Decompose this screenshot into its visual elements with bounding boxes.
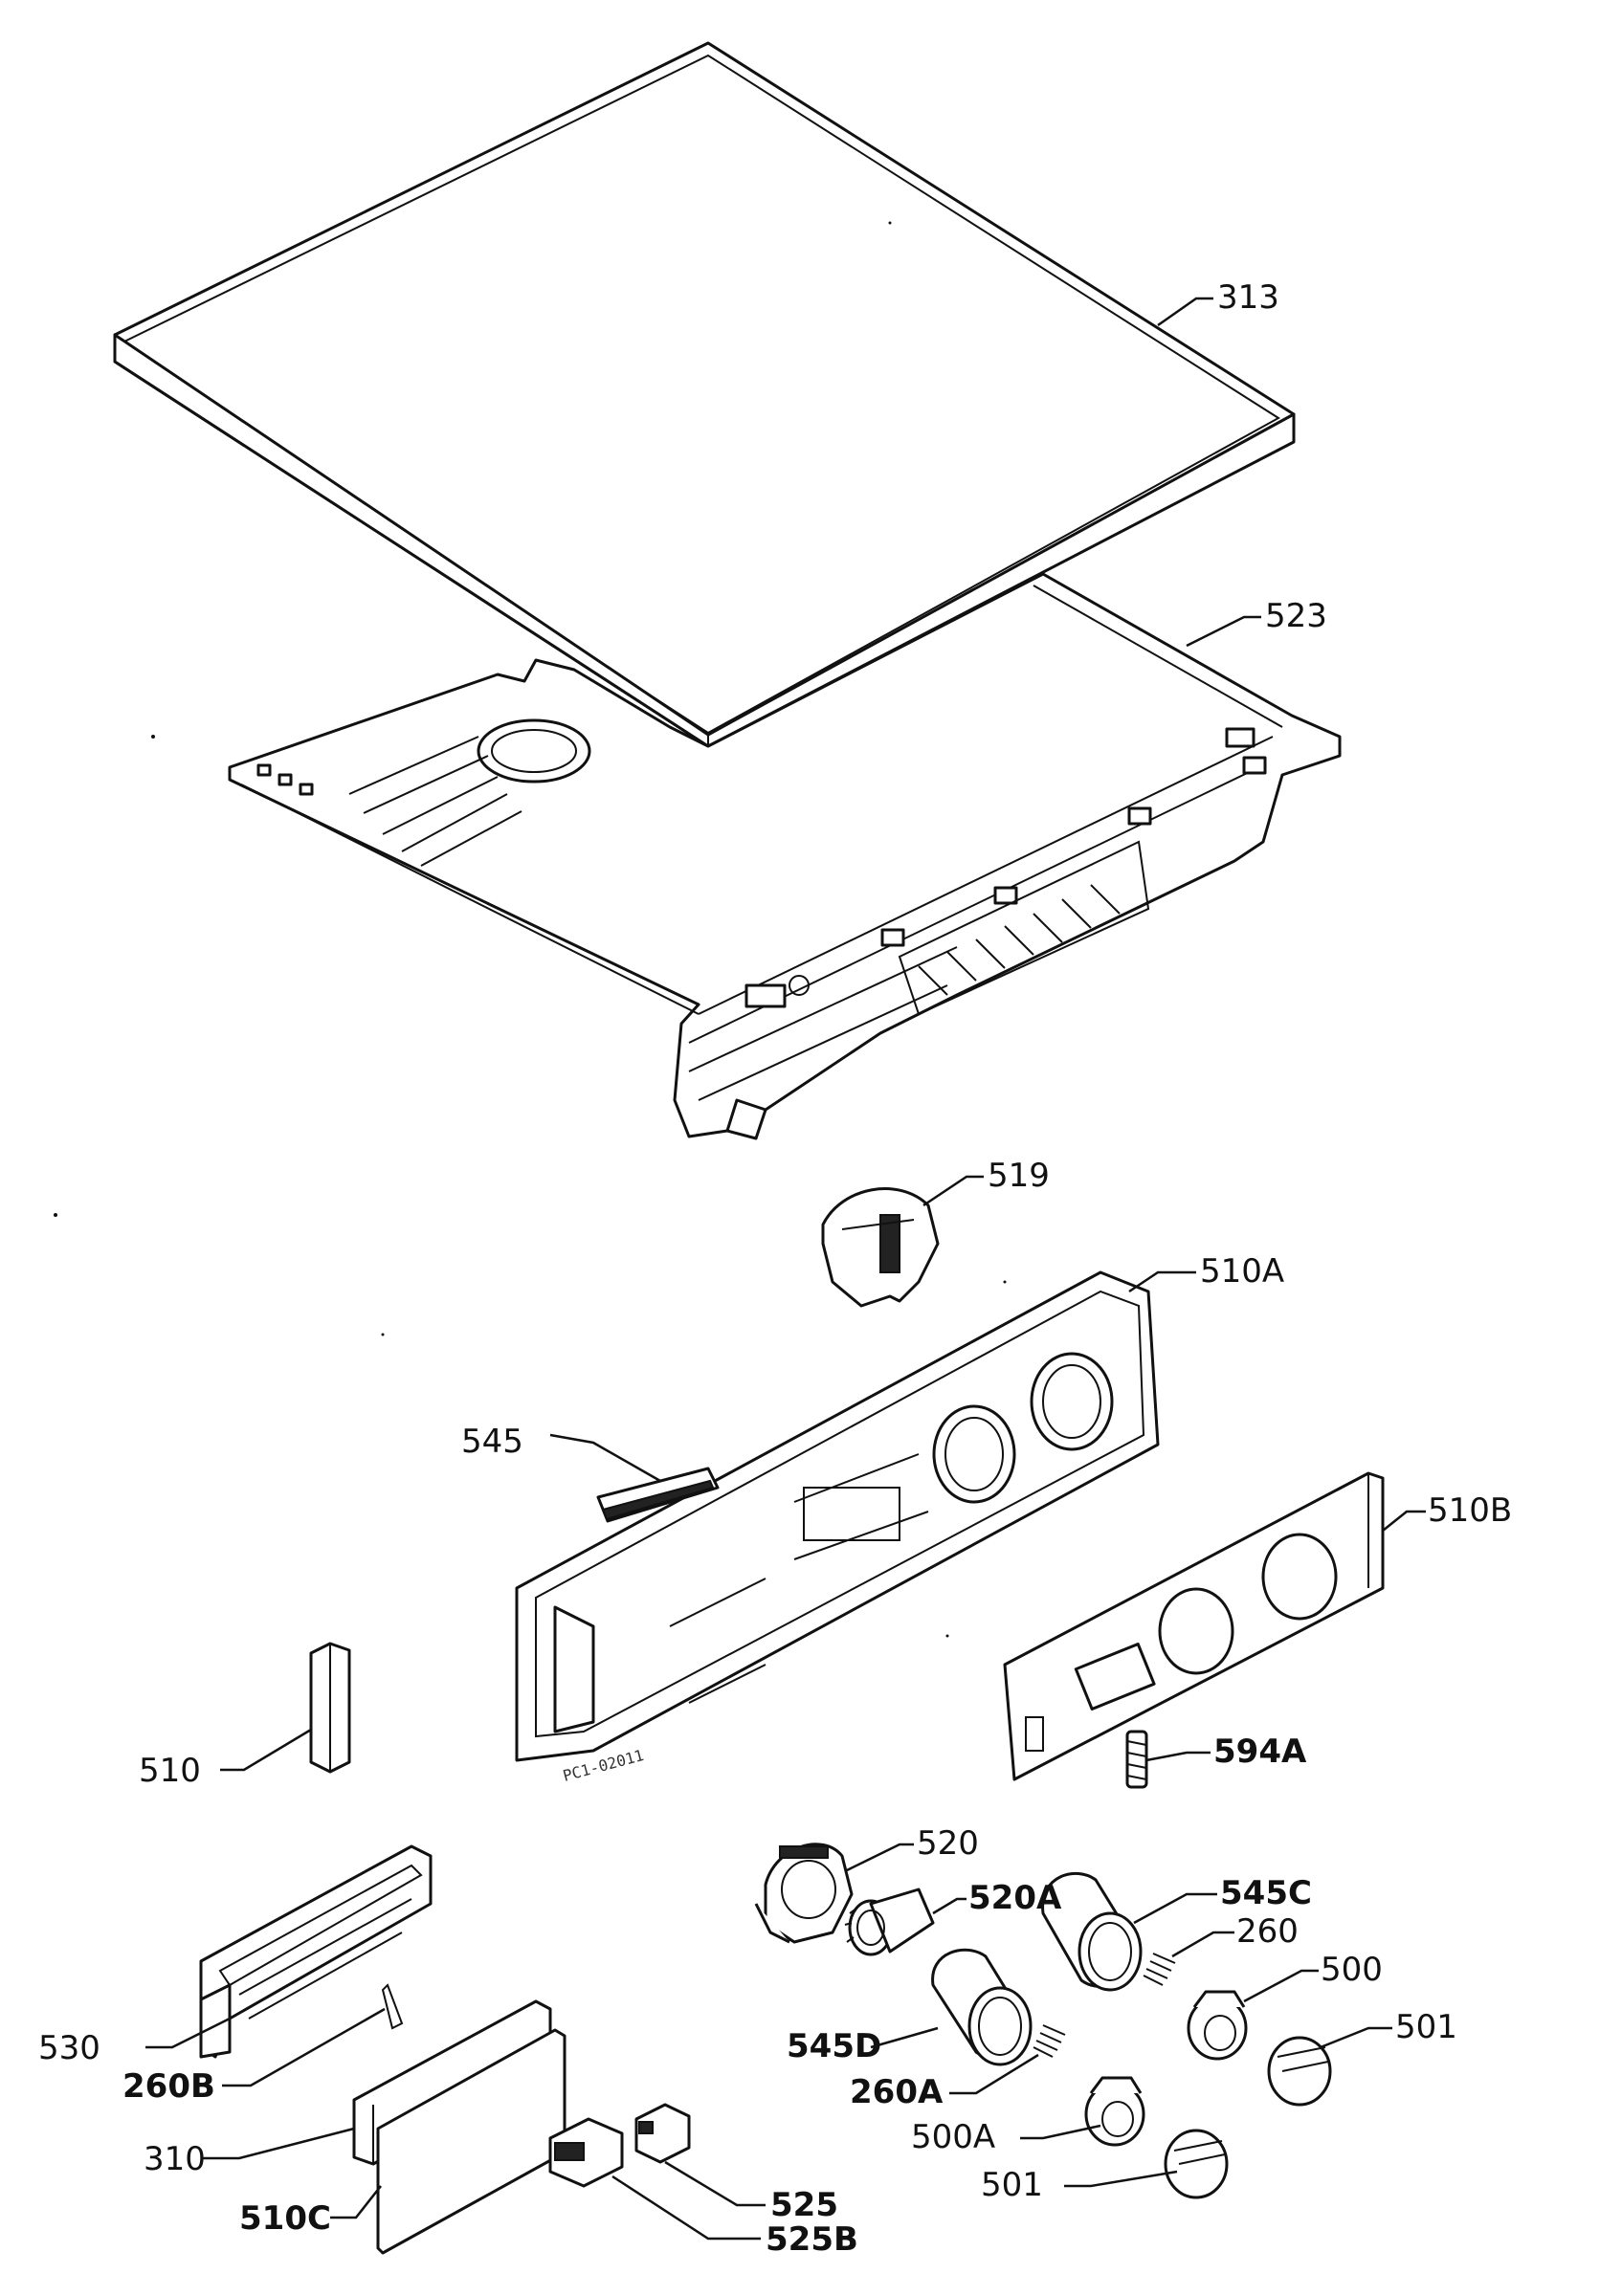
label-260a: 260A [850,2073,944,2111]
label-545c: 545C [1220,1874,1312,1912]
label-545: 545 [461,1423,523,1461]
knob-500a [1084,2076,1145,2147]
label-510: 510 [139,1752,201,1790]
label-510b: 510B [1428,1491,1512,1530]
label-260: 260 [1236,1912,1299,1951]
top-cover-313 [113,41,1296,748]
label-500a: 500A [911,2118,995,2156]
label-260b: 260B [122,2067,215,2106]
sleeve-545c [1041,1871,1143,1992]
label-520a: 520A [968,1879,1062,1917]
part-labels: 313 523 519 510A 545 510B 510 594A 520 5… [38,278,1512,2259]
drawer-530 [199,1844,433,2059]
button-525 [634,2103,691,2164]
spring-260b [381,1983,404,2030]
label-313: 313 [1217,278,1279,317]
button-525b [548,2117,624,2188]
spring-260a [1033,2024,1066,2058]
label-310: 310 [144,2140,206,2178]
bracket-510 [309,1642,351,1774]
label-530: 530 [38,2029,100,2067]
label-594a: 594A [1213,1733,1307,1771]
knob-501-right [1267,2036,1332,2107]
leader-lines [145,297,1426,2241]
label-520: 520 [917,1824,979,1863]
label-525b: 525B [766,2220,858,2259]
spring-260 [1143,1953,1176,1986]
knob-500 [1187,1990,1248,2061]
panel-510a: PC1-02011 [515,1270,1160,1785]
holder-519 [821,1187,940,1308]
label-510c: 510C [239,2199,331,2238]
spring-594a [1125,1730,1148,1789]
switch-520 [754,1843,854,1944]
bar-545 [596,1467,720,1523]
frame-523 [228,572,1342,1140]
label-501-lower: 501 [981,2166,1043,2204]
label-545d: 545D [787,2027,881,2065]
background-specks [54,221,1007,1638]
label-500: 500 [1321,1951,1383,1989]
knob-501-lower [1164,2129,1229,2199]
label-501-right: 501 [1395,2008,1457,2046]
label-510a: 510A [1200,1252,1284,1291]
label-525: 525 [770,2186,838,2224]
label-523: 523 [1265,597,1327,635]
front-panel-510b [1003,1471,1385,1781]
sleeve-545d [931,1948,1033,2066]
gear-520a [844,1888,935,1956]
label-519: 519 [988,1157,1050,1195]
